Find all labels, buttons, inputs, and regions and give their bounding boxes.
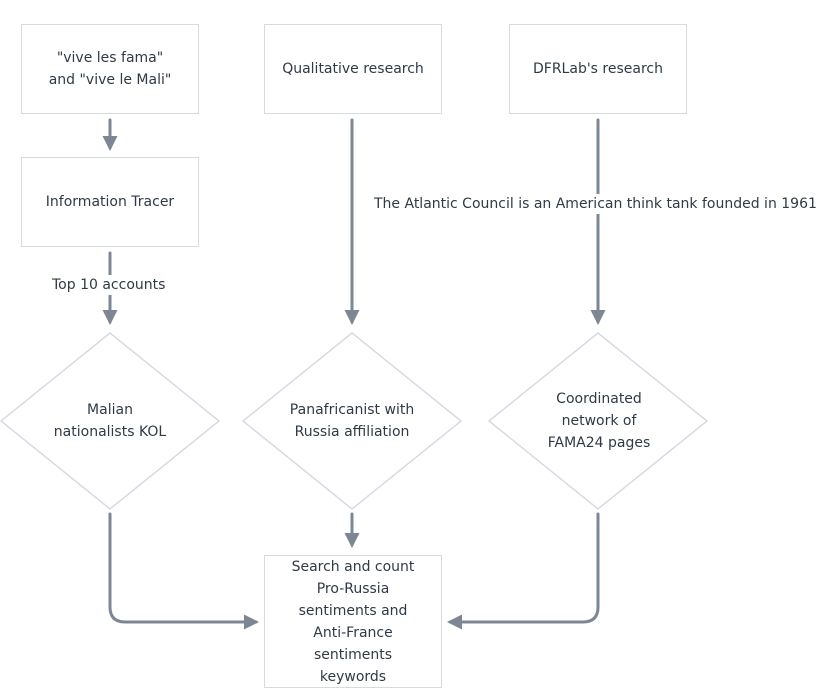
- node-panafricanist-label: Panafricanist with Russia affiliation: [289, 402, 415, 440]
- node-qualitative-research-label: Qualitative research: [282, 61, 424, 77]
- node-coordinated-network-label: Coordinated network of FAMA24 pages: [547, 391, 651, 451]
- node-malian-nationalists-label: Malian nationalists KOL: [53, 402, 167, 440]
- node-information-tracer-label: Information Tracer: [45, 194, 175, 210]
- edge-coordinated-to-search: [447, 512, 600, 630]
- diamond-coordinated-shape: [487, 332, 709, 510]
- node-dfrlab-research: DFRLab's research: [509, 24, 687, 114]
- node-dfrlab-research-label: DFRLab's research: [533, 61, 663, 77]
- node-information-tracer: Information Tracer: [21, 157, 199, 247]
- node-vive-les-fama-label: "vive les fama" and "vive le Mali": [48, 50, 172, 88]
- node-vive-les-fama: "vive les fama" and "vive le Mali": [21, 24, 199, 114]
- edge-label-top-10-accounts: Top 10 accounts: [50, 275, 168, 295]
- diamond-malian-shape: [0, 332, 221, 510]
- node-malian-nationalists: Malian nationalists KOL: [50, 381, 170, 461]
- diamond-panafricanist-shape: [241, 332, 463, 510]
- edge-label-atlantic-council: The Atlantic Council is an American thin…: [372, 194, 819, 214]
- node-qualitative-research: Qualitative research: [264, 24, 442, 114]
- node-search-and-count: Search and count Pro-Russia sentiments a…: [264, 555, 442, 688]
- node-search-and-count-label: Search and count Pro-Russia sentiments a…: [291, 558, 415, 685]
- node-panafricanist: Panafricanist with Russia affiliation: [289, 381, 415, 461]
- edge-malian-to-search: [108, 512, 259, 630]
- node-coordinated-network: Coordinated network of FAMA24 pages: [544, 381, 654, 461]
